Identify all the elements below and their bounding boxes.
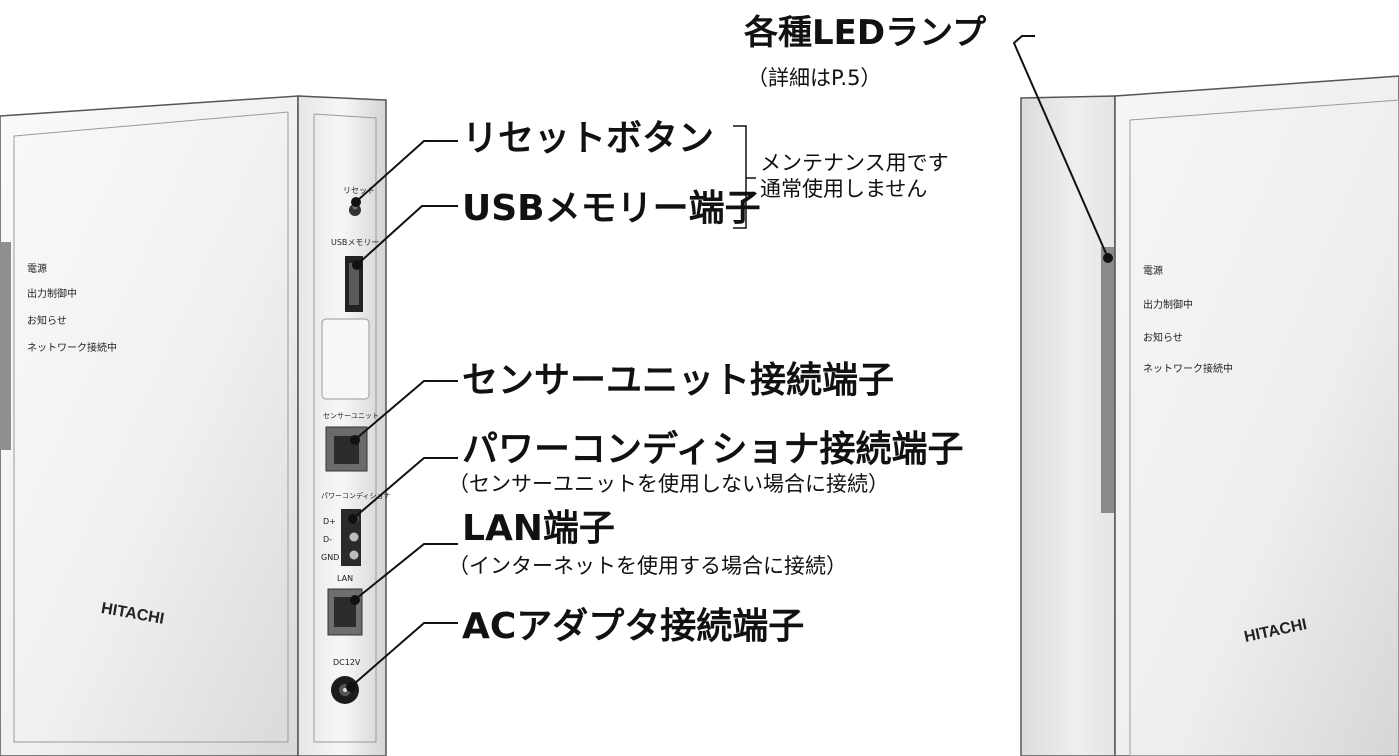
port-label-usb: USBメモリー (331, 238, 379, 247)
right-led-label: 電源 (1143, 264, 1163, 277)
left-device-side-panel (297, 95, 387, 756)
leader-ac (353, 622, 458, 685)
pin-label-dminus: D- (323, 535, 332, 544)
leader-led (1012, 35, 1109, 259)
sensor-callout-title: センサーユニット接続端子 (462, 360, 895, 401)
left-led-label: お知らせ (27, 314, 67, 327)
left-led-strip (0, 242, 11, 450)
left-device-front-face (0, 95, 299, 756)
pcs-callout-note: （センサーユニットを使用しない場合に接続） (448, 472, 889, 496)
right-led-label: ネットワーク接続中 (1143, 362, 1233, 375)
ac-callout-title: ACアダプタ接続端子 (462, 606, 805, 647)
left-led-label: 電源 (27, 262, 47, 275)
leader-lan (356, 543, 458, 599)
right-device-front-face (1114, 75, 1399, 756)
left-led-label: 出力制御中 (27, 287, 77, 300)
leader-usb (359, 205, 458, 263)
leader-pcs (354, 457, 458, 518)
right-device: 電源 出力制御中 お知らせ ネットワーク接続中 HITACHI (1020, 75, 1399, 756)
leader-reset (357, 140, 458, 201)
right-device-side (1020, 95, 1116, 756)
lan-callout-note: （インターネットを使用する場合に接続） (448, 554, 847, 578)
reset-callout-title: リセットボタン (462, 118, 715, 159)
maintenance-note: メンテナンス用です 通常使用しません (760, 150, 949, 203)
port-label-lan: LAN (337, 574, 353, 583)
reset-button (349, 204, 361, 216)
blank-panel (321, 318, 370, 400)
right-led-strip (1101, 247, 1115, 513)
lan-callout-title: LAN端子 (462, 508, 615, 549)
led-callout-title: 各種LEDランプ (744, 13, 987, 53)
leader-sensor (356, 380, 458, 439)
port-label-pcs: パワーコンディショナ (321, 491, 391, 500)
pin-label-dplus: D+ (323, 517, 336, 526)
right-led-label: 出力制御中 (1143, 298, 1193, 311)
leader-lines (346, 35, 1113, 692)
left-led-label: ネットワーク接続中 (27, 341, 117, 354)
pcs-callout-title: パワーコンディショナ接続端子 (462, 429, 964, 470)
port-label-dc: DC12V (333, 658, 361, 667)
port-label-reset: リセット (343, 186, 375, 195)
left-device: 電源 出力制御中 お知らせ ネットワーク接続中 HITACHI リセット USB… (0, 95, 391, 756)
maintenance-bracket (733, 125, 747, 229)
pin-label-gnd: GND (321, 553, 339, 562)
port-label-sensor: センサーユニット (323, 412, 379, 420)
usb-callout-title: USBメモリー端子 (462, 188, 761, 229)
right-led-label: お知らせ (1143, 331, 1183, 344)
maintenance-note-line2: 通常使用しません (760, 177, 928, 202)
maintenance-note-line1: メンテナンス用です (760, 151, 949, 175)
led-callout-note: （詳細はP.5） (747, 66, 882, 90)
